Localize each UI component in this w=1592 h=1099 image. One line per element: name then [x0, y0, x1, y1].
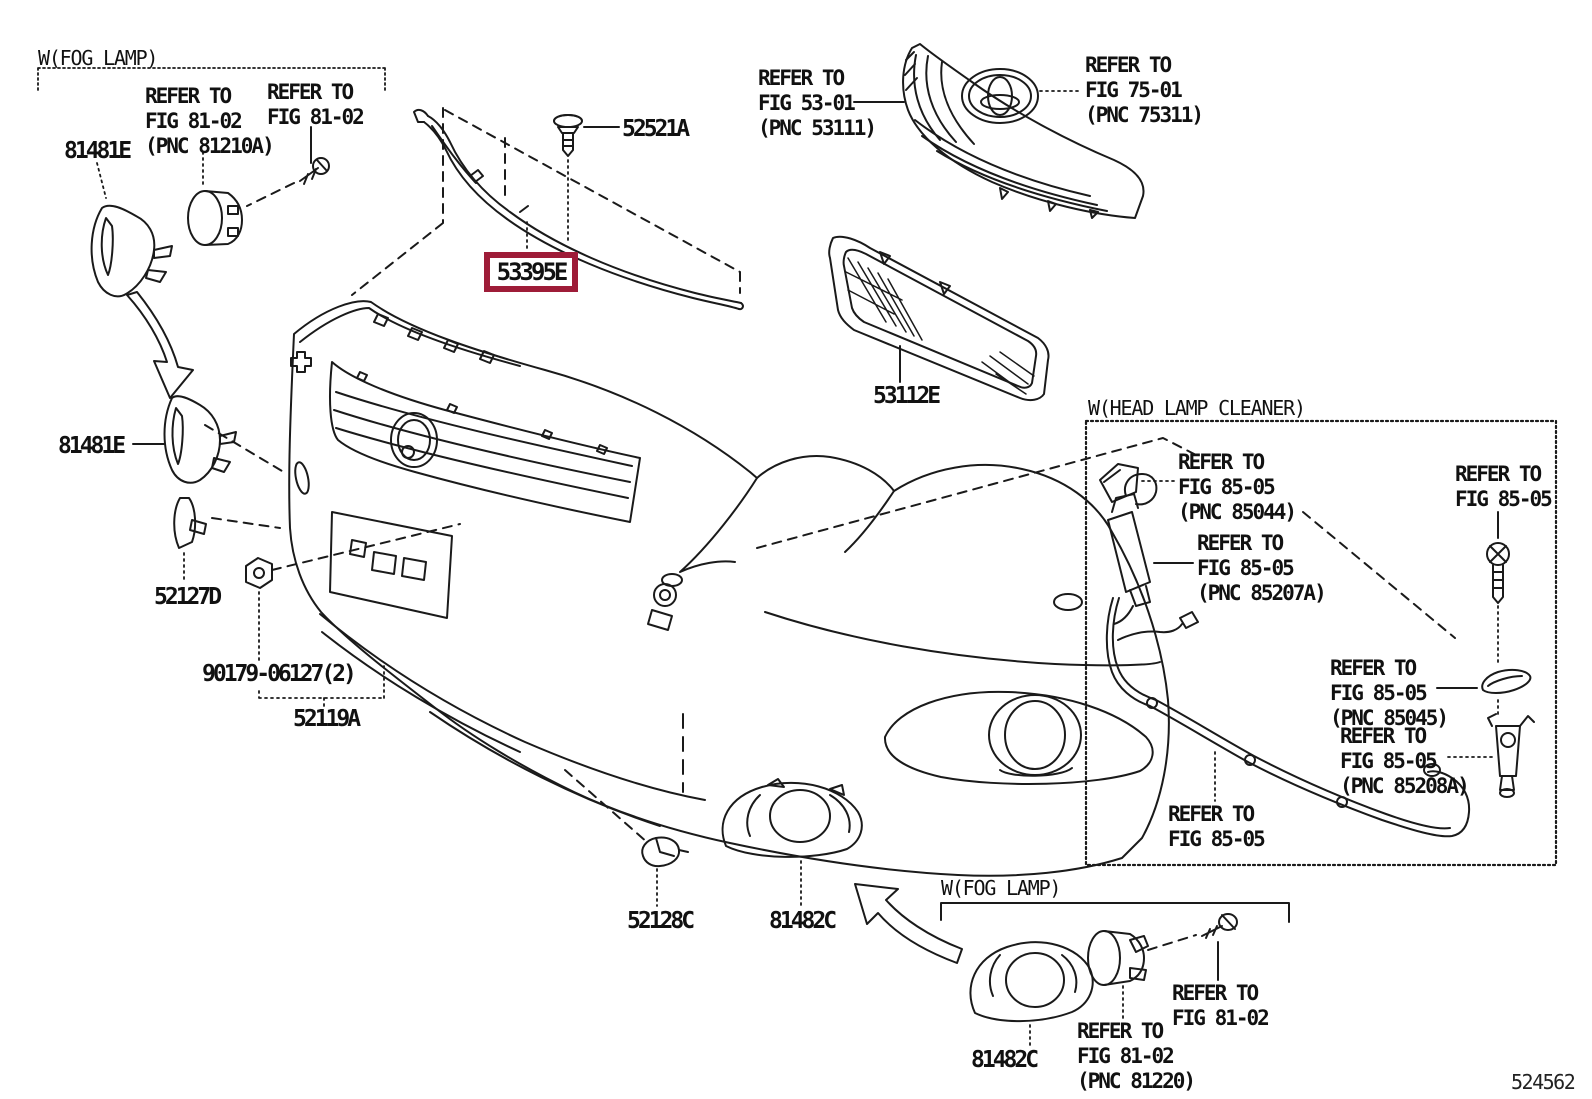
part-callout-81481e-mid[interactable]: 81481E [58, 433, 126, 459]
refer-note-fig8505-hose: REFER TO FIG 85-05 [1168, 802, 1266, 852]
refer-note-pnc85208a: REFER TO FIG 85-05 (PNC 85208A) [1340, 724, 1470, 799]
part-callout-90179[interactable]: 90179-06127(2) [202, 661, 357, 687]
refer-note-pnc53111: REFER TO FIG 53-01 (PNC 53111) [758, 66, 877, 141]
fog-lamp-screw-top-drawing [299, 157, 330, 185]
note-line: REFER TO [1178, 450, 1265, 474]
note-line: FIG 81-02 [267, 105, 365, 129]
diagram-number: 524562 [1511, 1070, 1576, 1094]
section-title-head-lamp-cleaner: W(HEAD LAMP CLEANER) [1088, 396, 1306, 420]
note-line: (PNC 75311) [1085, 103, 1204, 127]
fog-lamp-unit-bottom-drawing [1087, 930, 1149, 1019]
curved-arrow-down-icon [126, 291, 194, 399]
part-callout-81482c-mid[interactable]: 81482C [769, 908, 837, 934]
nut-90179-drawing [245, 557, 273, 662]
note-line: FIG 85-05 [1178, 475, 1276, 499]
note-line: (PNC 85208A) [1340, 774, 1470, 798]
note-line: REFER TO [145, 84, 232, 108]
note-line: REFER TO [1455, 462, 1542, 486]
note-line: REFER TO [1340, 724, 1427, 748]
note-line: REFER TO [1197, 531, 1284, 555]
fog-lamp-cover-bottom-drawing [969, 941, 1094, 1047]
screw-dashed-leader [246, 182, 295, 207]
clip-52521a-drawing [553, 114, 620, 244]
screw-dashed-leader-bottom [1147, 934, 1197, 951]
section-title-fog-lamp-bottom: W(FOG LAMP) [941, 876, 1061, 900]
fog-lamp-unit-top-drawing [187, 190, 243, 246]
note-line: FIG 75-01 [1085, 78, 1183, 102]
leader-lines-top-left [96, 126, 312, 199]
note-line: FIG 53-01 [758, 91, 856, 115]
fog-lamp-cover-mid-drawing [721, 778, 863, 908]
upper-grille-53111-drawing [902, 43, 1145, 219]
note-line: (PNC 81220) [1077, 1069, 1196, 1093]
refer-note-fig8505-bolt: REFER TO FIG 85-05 [1455, 462, 1553, 512]
note-line: REFER TO [267, 80, 354, 104]
part-callout-52127d[interactable]: 52127D [154, 584, 222, 610]
section-title-fog-lamp-top: W(FOG LAMP) [38, 46, 158, 70]
note-line: FIG 85-05 [1330, 681, 1428, 705]
note-line: FIG 81-02 [1077, 1044, 1175, 1068]
highlighted-part-callout-53395e[interactable]: 53395E [484, 252, 578, 292]
note-line: FIG 81-02 [145, 109, 243, 133]
cleaner-actuator-85207a-drawing [1107, 473, 1194, 625]
note-line: (PNC 85044) [1178, 500, 1297, 524]
lower-grille-53112e-drawing [828, 235, 1050, 402]
bumper-dashed-leaders [564, 437, 1199, 844]
cleaner-hose-drawing [1105, 597, 1471, 838]
note-line: (PNC 85045) [1330, 706, 1449, 730]
refer-note-pnc81220: REFER TO FIG 81-02 (PNC 81220) [1077, 1019, 1196, 1094]
fog-lamp-top-bracket [37, 67, 386, 92]
strip-dashed-construction-lines [351, 107, 741, 296]
refer-note-fig8102-screw: REFER TO FIG 81-02 [1172, 981, 1270, 1031]
cleaner-bolt-drawing [1486, 511, 1510, 717]
note-line: FIG 85-05 [1168, 827, 1266, 851]
box-inner-dashed-leader [1302, 511, 1456, 639]
fog-lamp-screw-bottom-drawing [1201, 913, 1238, 981]
part-callout-53112e[interactable]: 53112E [873, 383, 941, 409]
note-line: (PNC 53111) [758, 116, 877, 140]
head-lamp-cleaner-box [1084, 419, 1558, 867]
curved-arrow-up-icon [854, 883, 963, 964]
cleaner-cover-85044-drawing [1099, 463, 1175, 503]
note-line: REFER TO [758, 66, 845, 90]
refer-note-pnc81210a: REFER TO FIG 81-02 (PNC 81210A) [145, 84, 275, 159]
toyota-emblem-drawing [961, 68, 1081, 124]
refer-note-fig8102-top: REFER TO FIG 81-02 [267, 80, 365, 130]
refer-note-pnc85207a: REFER TO FIG 85-05 (PNC 85207A) [1197, 531, 1327, 606]
note-line: FIG 85-05 [1340, 749, 1438, 773]
note-line: (PNC 85207A) [1197, 581, 1327, 605]
refer-note-pnc85044: REFER TO FIG 85-05 (PNC 85044) [1178, 450, 1297, 525]
bumper-cover-drawing [288, 300, 1170, 877]
note-line: (PNC 81210A) [145, 134, 275, 158]
part-callout-52119a[interactable]: 52119A [293, 706, 361, 732]
part-callout-52521a[interactable]: 52521A [622, 116, 690, 142]
note-line: FIG 81-02 [1172, 1006, 1270, 1030]
part-callout-81482c-bot[interactable]: 81482C [971, 1047, 1039, 1073]
note-line: REFER TO [1085, 53, 1172, 77]
note-line: REFER TO [1077, 1019, 1164, 1043]
part-callout-52128c[interactable]: 52128C [627, 908, 695, 934]
cleaner-actuator-85208a-drawing [1447, 713, 1535, 798]
bracket-52119a-lines [258, 663, 385, 707]
note-line: REFER TO [1168, 802, 1255, 826]
highlighted-part-number: 53395E [496, 258, 569, 286]
clip-52128c-drawing [641, 836, 689, 907]
note-line: REFER TO [1330, 656, 1417, 680]
refer-note-pnc75311: REFER TO FIG 75-01 (PNC 75311) [1085, 53, 1204, 128]
fog-lamp-bracket-top-drawing [90, 204, 173, 298]
molding-strip-53395e-drawing [413, 108, 744, 311]
refer-note-pnc85045: REFER TO FIG 85-05 (PNC 85045) [1330, 656, 1449, 731]
clip-52127d-drawing [173, 497, 207, 583]
fog-lamp-bracket-mid-drawing [132, 395, 237, 484]
cleaner-nozzle-85045-drawing [1436, 668, 1532, 694]
part-callout-81481e-top[interactable]: 81481E [64, 138, 132, 164]
note-line: REFER TO [1172, 981, 1259, 1005]
fog-lamp-bottom-bracket [940, 902, 1290, 923]
assembly-dashed-leaders-left [204, 424, 461, 571]
note-line: FIG 85-05 [1197, 556, 1295, 580]
note-line: FIG 85-05 [1455, 487, 1553, 511]
